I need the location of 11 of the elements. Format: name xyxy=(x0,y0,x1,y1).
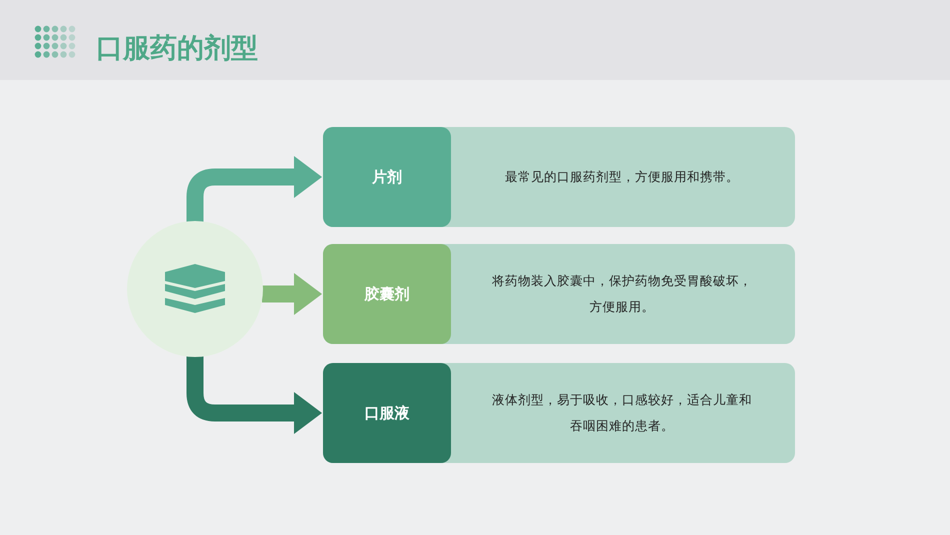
label-box: 口服液 xyxy=(323,363,451,463)
description-text: 最常见的口服药剂型，方便服用和携带。 xyxy=(505,168,739,186)
description-text: 将药物装入胶囊中，保护药物免受胃酸破坏，方便服用。 xyxy=(491,272,753,316)
description-card xyxy=(323,363,795,463)
description-card xyxy=(323,127,795,227)
arrow xyxy=(262,273,322,315)
label-box: 胶囊剂 xyxy=(323,244,451,344)
title: 口服药的剂型 xyxy=(96,32,258,66)
label-box: 片剂 xyxy=(323,127,451,227)
description-text: 液体剂型，易于吸收，口感较好，适合儿童和吞咽困难的患者。 xyxy=(491,391,753,435)
description-card xyxy=(323,244,795,344)
